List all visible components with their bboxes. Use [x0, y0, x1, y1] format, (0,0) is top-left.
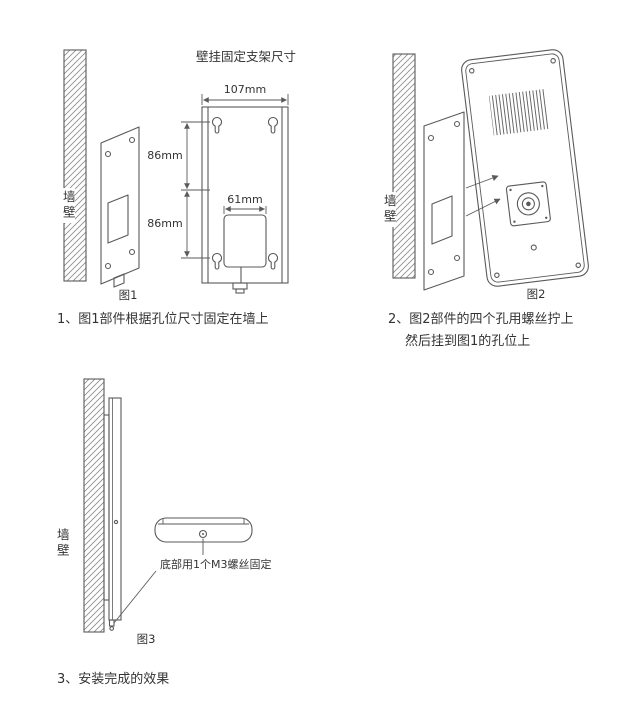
bottom-tab: [232, 282, 248, 290]
bracket-center-opening: [223, 214, 267, 268]
fig3-label: 图3: [137, 632, 156, 646]
plate-screw: [541, 184, 544, 188]
bracket-hole: [104, 150, 112, 158]
dim-86mm-lower: 86mm: [147, 217, 182, 230]
bracket-cutout: [107, 194, 129, 244]
corner-screw: [469, 68, 475, 74]
plate-screw: [513, 220, 516, 223]
camera-lens-inner: [521, 197, 535, 211]
bracket-perspective-fig2: [423, 111, 465, 291]
bottom-screw-head: [109, 626, 115, 631]
bracket-perspective-fig1: [100, 126, 140, 288]
camera-plate: [505, 181, 551, 227]
bottom-screw: [108, 619, 115, 627]
plate-screw: [545, 216, 548, 219]
bracket-hole: [453, 254, 461, 262]
figure3-diagram: 底部用1个M3螺丝固定 图3: [83, 378, 272, 646]
figure1-diagram: 壁挂固定支架尺寸 107mm 86mm 86mm 61mm 图1: [63, 49, 296, 302]
keyhole-slot: [211, 116, 223, 134]
plate-screw: [509, 188, 512, 192]
step3-caption: 3、安装完成的效果: [57, 672, 170, 687]
bracket-hole: [104, 262, 112, 270]
keyhole-slot: [267, 252, 279, 270]
m3-screw-center: [202, 533, 204, 535]
fig1-label: 图1: [119, 288, 138, 302]
wall-label-fig2: 墙壁: [381, 192, 397, 227]
mounting-arrows: [465, 175, 501, 217]
step2-caption-line1: 2、图2部件的四个孔用螺丝拧上: [388, 312, 574, 327]
bottom-detail-view: [154, 517, 253, 543]
figure2-diagram: 图2: [392, 49, 589, 301]
device-front: [461, 49, 589, 287]
bottom-tab-foot: [235, 288, 245, 294]
device-side-view: [103, 397, 122, 631]
keyhole-slot: [211, 252, 223, 270]
bracket-hole: [427, 268, 435, 276]
corner-screw: [550, 58, 556, 64]
dim-61mm: 61mm: [227, 193, 262, 206]
fig2-label: 图2: [527, 287, 546, 301]
camera-lens-outer: [516, 192, 540, 216]
m3-screw: [198, 529, 208, 539]
corner-screw: [575, 262, 581, 268]
step2-caption: 2、图2部件的四个孔用螺丝拧上 然后挂到图1的孔位上: [388, 309, 574, 353]
m3-screw-note: 底部用1个M3螺丝固定: [160, 557, 272, 571]
device-side: [108, 397, 122, 621]
keyhole-slot: [267, 116, 279, 134]
bracket-hole: [128, 136, 136, 144]
dim-86mm-upper: 86mm: [147, 149, 182, 162]
leader-lines: [113, 538, 204, 624]
step1-caption: 1、图1部件根据孔位尺寸固定在墙上: [57, 312, 269, 327]
bracket-foot: [113, 273, 125, 288]
bracket-side: [103, 414, 110, 601]
bracket-hole: [128, 248, 136, 256]
bracket-cutout: [431, 195, 453, 245]
bracket-hole: [453, 120, 461, 128]
dimension-lines: [181, 94, 289, 259]
wall-fig1: [63, 49, 87, 282]
bracket-dim-title: 壁挂固定支架尺寸: [196, 49, 296, 64]
indicator-dot: [530, 244, 537, 251]
bracket-front-view: [201, 106, 289, 294]
bracket-hole: [427, 134, 435, 142]
dim-107mm: 107mm: [224, 83, 266, 96]
camera-lens-center: [526, 201, 531, 207]
wall-fig3: [83, 378, 105, 633]
speaker-grille: [488, 89, 550, 136]
wall-label-fig3: 墙壁: [54, 526, 70, 561]
step2-caption-line2: 然后挂到图1的孔位上: [405, 334, 531, 349]
side-screw-dot: [113, 519, 119, 525]
corner-screw: [494, 272, 500, 278]
wall-fig2: [392, 53, 416, 279]
wall-label-fig1: 墙壁: [60, 188, 76, 223]
